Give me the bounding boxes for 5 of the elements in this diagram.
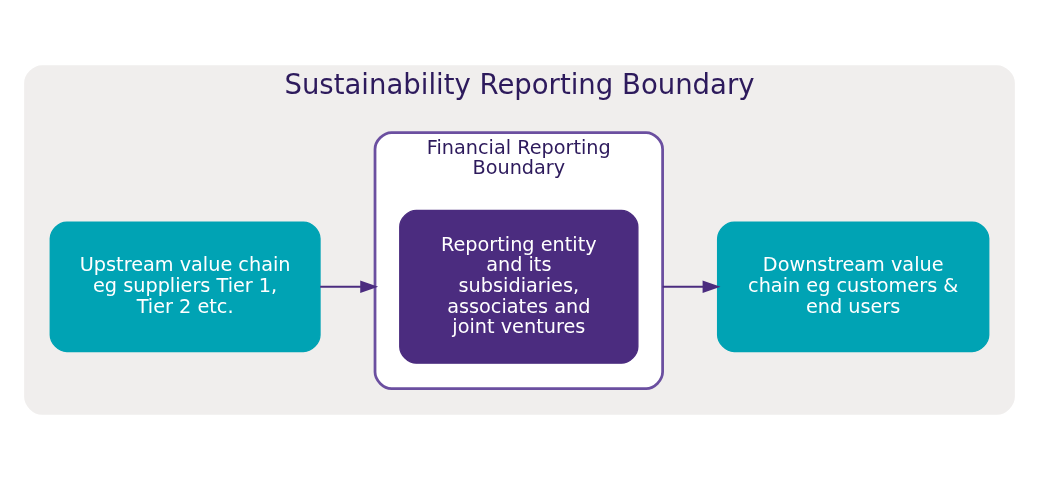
arrow — [662, 280, 720, 294]
node-box: Upstream value chain eg suppliers Tier 1, Tier 2 etc. — [49, 221, 321, 353]
arrow — [319, 280, 378, 294]
node-box: Downstream value chain eg customers & end users — [716, 221, 989, 353]
node-box: Reporting entity and its subsidiaries, associates and joint ventures — [398, 209, 639, 364]
